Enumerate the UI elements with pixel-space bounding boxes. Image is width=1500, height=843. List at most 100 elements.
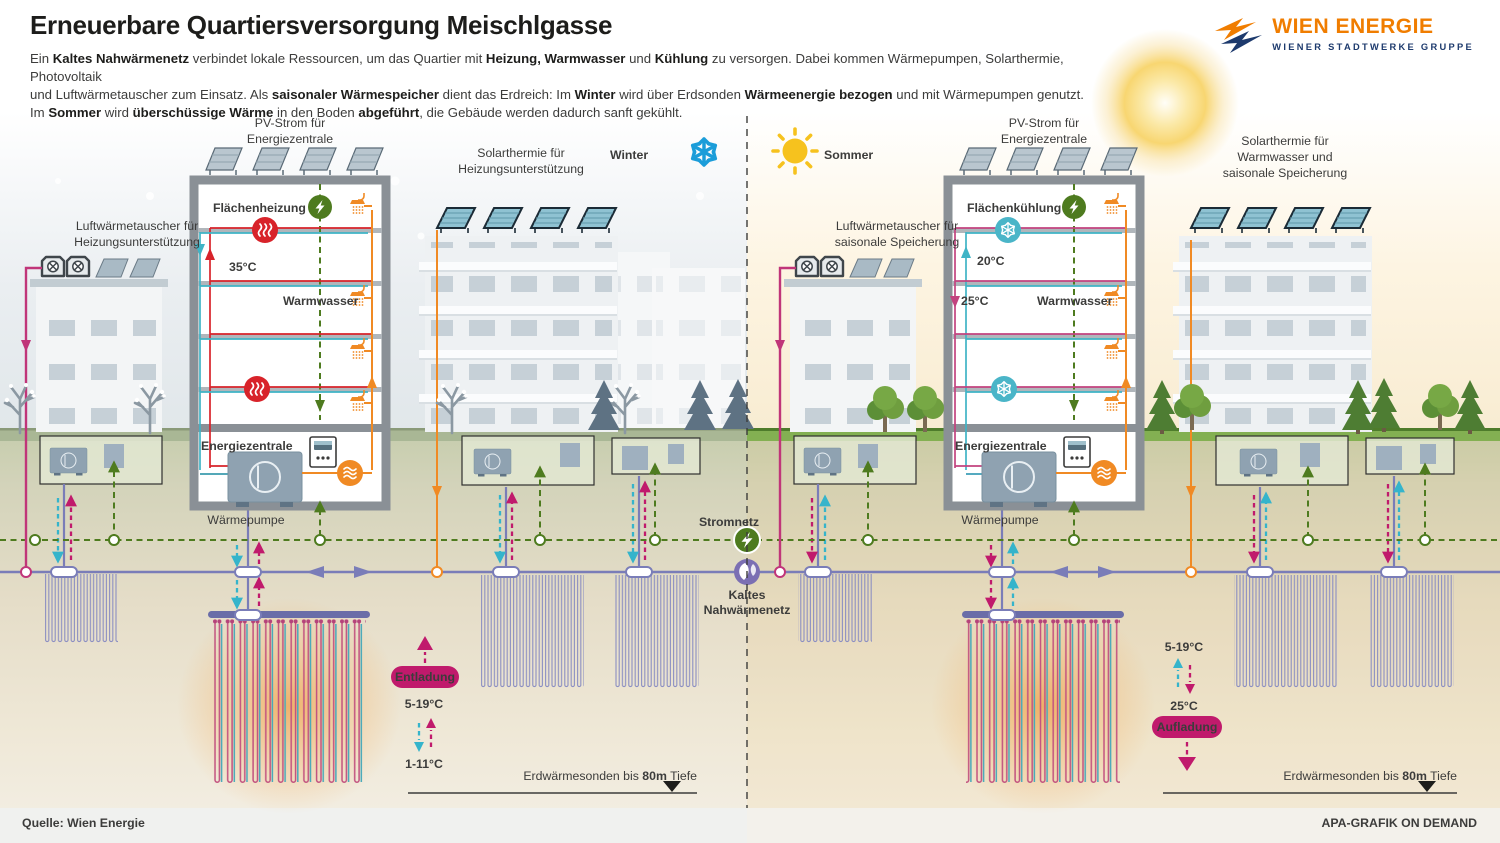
summer-solar-label-3: saisonale Speicherung [1223, 166, 1348, 180]
charge-temp-label: 25°C [1170, 699, 1198, 713]
heat-coil-icon [251, 216, 279, 244]
lightning-bolt-icon [1062, 195, 1086, 219]
intro-line-2: und Luftwärmetauscher zum Einsatz. Als s… [30, 87, 1084, 102]
cooling-snowflake-icon [991, 376, 1017, 402]
summer-energy-center-building [943, 148, 1145, 536]
flow-temp-label: 35°C [229, 260, 257, 274]
manifold-nodes [50, 566, 1408, 621]
heat-pump-label: Wärmepumpe [207, 513, 284, 527]
summer-air-label-1: Luftwärmetauscher für [836, 219, 958, 233]
summer-season-label: Sommer [824, 148, 873, 162]
summer-probe-depth: Erdwärmesonden bis 80m Tiefe [1163, 769, 1457, 794]
summer-right-building [1173, 208, 1372, 432]
basement-summer-right-1 [1215, 435, 1349, 538]
page-title: Erneuerbare Quartiersversorgung Meischlg… [30, 10, 613, 40]
charge-badge-label: Aufladung [1157, 720, 1218, 734]
winter-air-label-2: Heizungsunterstützung [74, 235, 200, 249]
logo-flash-icon [1215, 18, 1263, 53]
heat-exchanger-icon [336, 459, 364, 487]
ground-temp-label: 5-19°C [1165, 640, 1204, 654]
probe-depth-label: Erdwärmesonden bis 80m Tiefe [1283, 769, 1457, 783]
cooling-snowflake-icon [995, 217, 1021, 243]
borehole-field [44, 574, 118, 650]
heat-coil-icon [243, 375, 271, 403]
heat-pump-icon [49, 447, 88, 476]
heat-pump-icon [981, 451, 1057, 508]
summer-pv-label-2: Energiezentrale [1001, 132, 1087, 146]
heat-pump-icon [473, 448, 512, 477]
discharge-annotation: Entladung 5-19°C 1-11°C [391, 636, 459, 771]
room-temp-label: 20°C [977, 254, 1005, 268]
discharge-badge-label: Entladung [395, 670, 455, 684]
energy-center-label: Energiezentrale [201, 439, 293, 453]
basement-winter-right-1 [461, 435, 595, 538]
inject-temp-label: 25°C [961, 294, 989, 308]
basement-winter-right-2 [611, 437, 701, 538]
summer-left-building [784, 257, 922, 432]
floor-heating-label: Flächenheizung [213, 201, 306, 215]
lightning-bolt-icon [308, 195, 332, 219]
bottom-strip-winter [0, 808, 747, 843]
winter-right-building [419, 208, 618, 432]
charge-badge [1152, 716, 1222, 738]
network-temp-label: 1-11°C [405, 757, 443, 771]
sun-icon [771, 127, 819, 175]
power-grid-label: Stromnetz [699, 515, 759, 529]
depth-triangle [663, 781, 681, 792]
winter-air-label-1: Luftwärmetauscher für [76, 219, 198, 233]
manifold-bar [208, 611, 370, 618]
energy-center-label: Energiezentrale [955, 439, 1047, 453]
power-grid-nodes [29, 534, 1431, 546]
winter-left-building [30, 257, 168, 432]
winter-pv-label-2: Energiezentrale [247, 132, 333, 146]
active-borehole-field-summer [966, 618, 1120, 794]
source-credit: Quelle: Wien Energie [22, 816, 145, 830]
basement-summer-right-2 [1365, 437, 1455, 538]
probe-depth-label: Erdwärmesonden bis 80m Tiefe [523, 769, 697, 783]
summer-solar-label-2: Warmwasser und [1237, 150, 1332, 164]
borehole-field [615, 575, 699, 695]
discharge-badge [391, 666, 459, 688]
intro-line-3: Im Sommer wird überschüssige Wärme in de… [30, 105, 683, 120]
winter-pv-label-1: PV-Strom für [255, 116, 325, 130]
winter-solar-label-1: Solarthermie für [477, 146, 564, 160]
cold-network-flow-arrows [306, 566, 1116, 578]
logo-group: WIENER STADTWERKE GRUPPE [1272, 42, 1474, 52]
manifold-bar [962, 611, 1124, 618]
lightning-bolt-icon [733, 526, 761, 554]
charge-annotation: 5-19°C 25°C Aufladung [1152, 640, 1222, 771]
hot-water-label: Warmwasser [1037, 294, 1113, 308]
meter-icon [309, 436, 337, 468]
winter-solar-label-2: Heizungsunterstützung [458, 162, 584, 176]
basement-winter-left [39, 435, 163, 540]
logo-brand: WIEN ENERGIE [1272, 15, 1434, 38]
floor-cooling-label: Flächenkühlung [967, 201, 1061, 215]
summer-pv-label-1: PV-Strom für [1009, 116, 1079, 130]
meter-icon [1063, 436, 1091, 468]
basement-summer-left [793, 435, 917, 540]
heat-pump-label: Wärmepumpe [961, 513, 1038, 527]
winter-probe-depth: Erdwärmesonden bis 80m Tiefe [408, 769, 697, 794]
heat-pump-icon [803, 447, 842, 476]
borehole-connections [52, 476, 1405, 615]
header: Erneuerbare Quartiersversorgung Meischlg… [30, 10, 1130, 122]
heat-pump-icon [1239, 448, 1278, 477]
borehole-field [798, 574, 872, 650]
bottom-strip-summer [747, 808, 1500, 843]
borehole-field [1370, 575, 1454, 695]
active-borehole-field-winter [212, 618, 366, 794]
winter-season-label: Winter [610, 148, 648, 162]
heat-exchanger-icon [1090, 459, 1118, 487]
summer-air-label-2: saisonale Speicherung [835, 235, 960, 249]
borehole-fields [44, 574, 1454, 794]
agency-credit: APA-GRAFIK ON DEMAND [1321, 816, 1477, 830]
ground-temp-label: 5-19°C [405, 697, 444, 711]
wien-energie-logo: WIEN ENERGIE WIENER STADTWERKE GRUPPE [1211, 16, 1474, 58]
intro-line-1: Ein Kaltes Nahwärmenetz verbindet lokale… [30, 51, 1064, 84]
cold-network-label-1: Kaltes [729, 588, 766, 602]
borehole-field [1234, 575, 1338, 695]
hot-water-label: Warmwasser [283, 294, 359, 308]
winter-energy-center-building [189, 148, 391, 536]
